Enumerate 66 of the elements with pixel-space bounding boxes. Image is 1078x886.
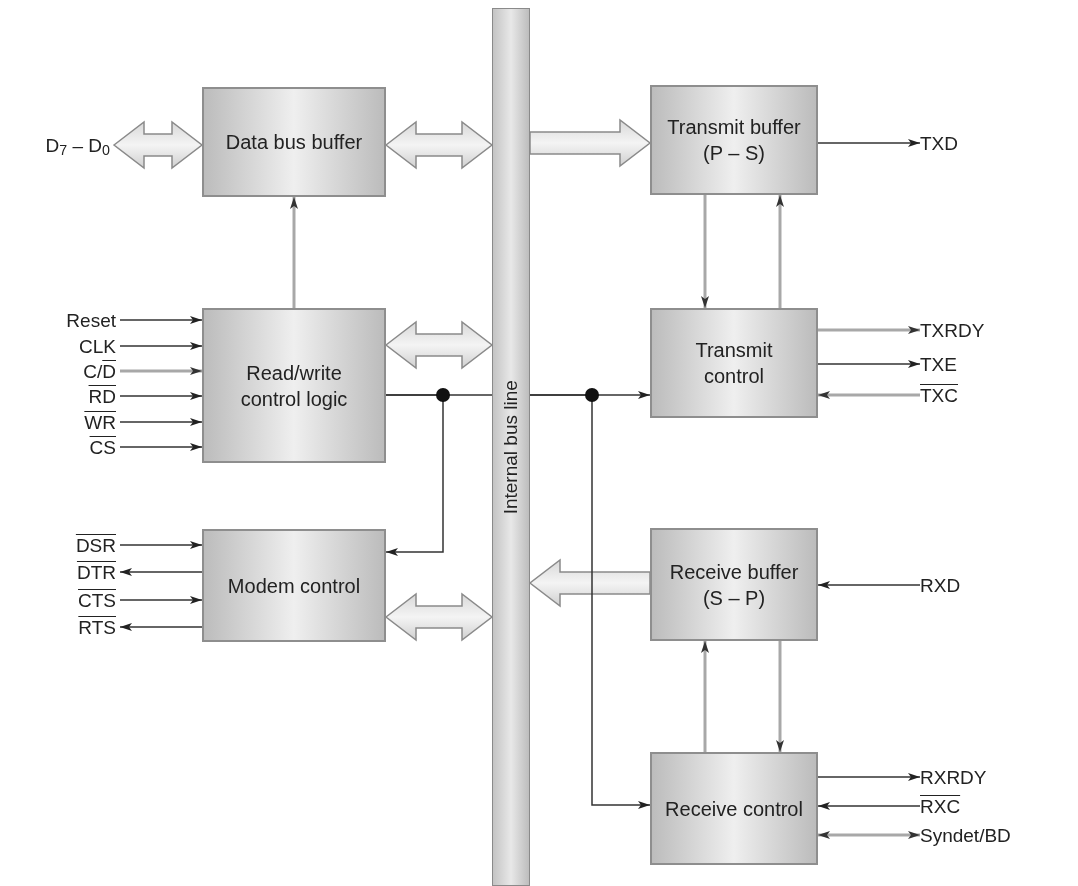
signal-label: D$_{7}$ – D$_{0}$ [45, 135, 110, 155]
arrow [119, 443, 203, 451]
arrow [776, 641, 784, 752]
signal-label: RD [88, 386, 116, 406]
arrow [817, 581, 921, 589]
arrow [817, 802, 921, 810]
block-label: Read/write control logic [239, 360, 349, 412]
arrow [119, 418, 203, 426]
signal-label: RXC [920, 796, 961, 816]
signal-label: TXRDY [920, 320, 985, 340]
arrow [529, 394, 651, 809]
block-arrow [528, 558, 651, 608]
arrow [817, 360, 921, 368]
bus-band [492, 8, 530, 886]
signal-label: TXD [920, 133, 958, 153]
arrow [119, 568, 203, 576]
signal-label: CLK [79, 336, 116, 356]
block-box [202, 87, 386, 197]
signal-label: Syndet/BD [920, 825, 1011, 845]
block-arrow [112, 120, 204, 170]
arrow [119, 596, 203, 604]
signal-label: TXE [920, 354, 957, 374]
arrow [119, 342, 203, 350]
arrow [119, 392, 203, 400]
block-box [202, 529, 386, 642]
signal-label: CTS [78, 590, 116, 610]
block-box [202, 308, 386, 463]
arrow [818, 326, 920, 334]
block-label: Transmit control [694, 338, 774, 389]
block-label: Transmit buffer (P – S) [666, 115, 802, 166]
block-label: Receive buffer (S – P) [668, 559, 800, 611]
arrow [818, 831, 920, 839]
block-box [650, 528, 818, 641]
block-arrow [384, 320, 494, 370]
signal-label: RTS [78, 617, 116, 637]
signal-label: TXC [920, 385, 958, 405]
signal-label: DSR [75, 535, 116, 555]
block-arrow [384, 592, 494, 642]
arrow [385, 394, 444, 556]
arrow [776, 195, 784, 308]
signal-label: WR [84, 412, 116, 432]
arrow [701, 641, 709, 752]
arrow [119, 623, 203, 631]
signal-label: RXD [920, 575, 961, 595]
arrow [701, 195, 709, 308]
arrow [119, 541, 203, 549]
bus-label: Internal bus line [498, 379, 522, 515]
block-box [650, 752, 818, 865]
block-label: Data bus buffer [225, 130, 363, 155]
block-arrow [384, 120, 494, 170]
arrow [817, 773, 921, 781]
signal-label: C/D [83, 361, 116, 381]
arrow [817, 139, 921, 147]
arrow [290, 197, 298, 308]
signal-label: Reset [66, 310, 116, 330]
arrow [119, 316, 203, 324]
arrow [818, 391, 920, 399]
block-arrow [529, 118, 652, 168]
signal-label: RXRDY [920, 767, 987, 787]
signal-label: DTR [76, 562, 116, 582]
arrow [120, 367, 202, 375]
block-box [650, 308, 818, 418]
signal-label: CS [89, 437, 116, 457]
block-label: Receive control [665, 796, 803, 822]
block-box [650, 85, 818, 195]
block-label: Modem control [227, 573, 361, 599]
